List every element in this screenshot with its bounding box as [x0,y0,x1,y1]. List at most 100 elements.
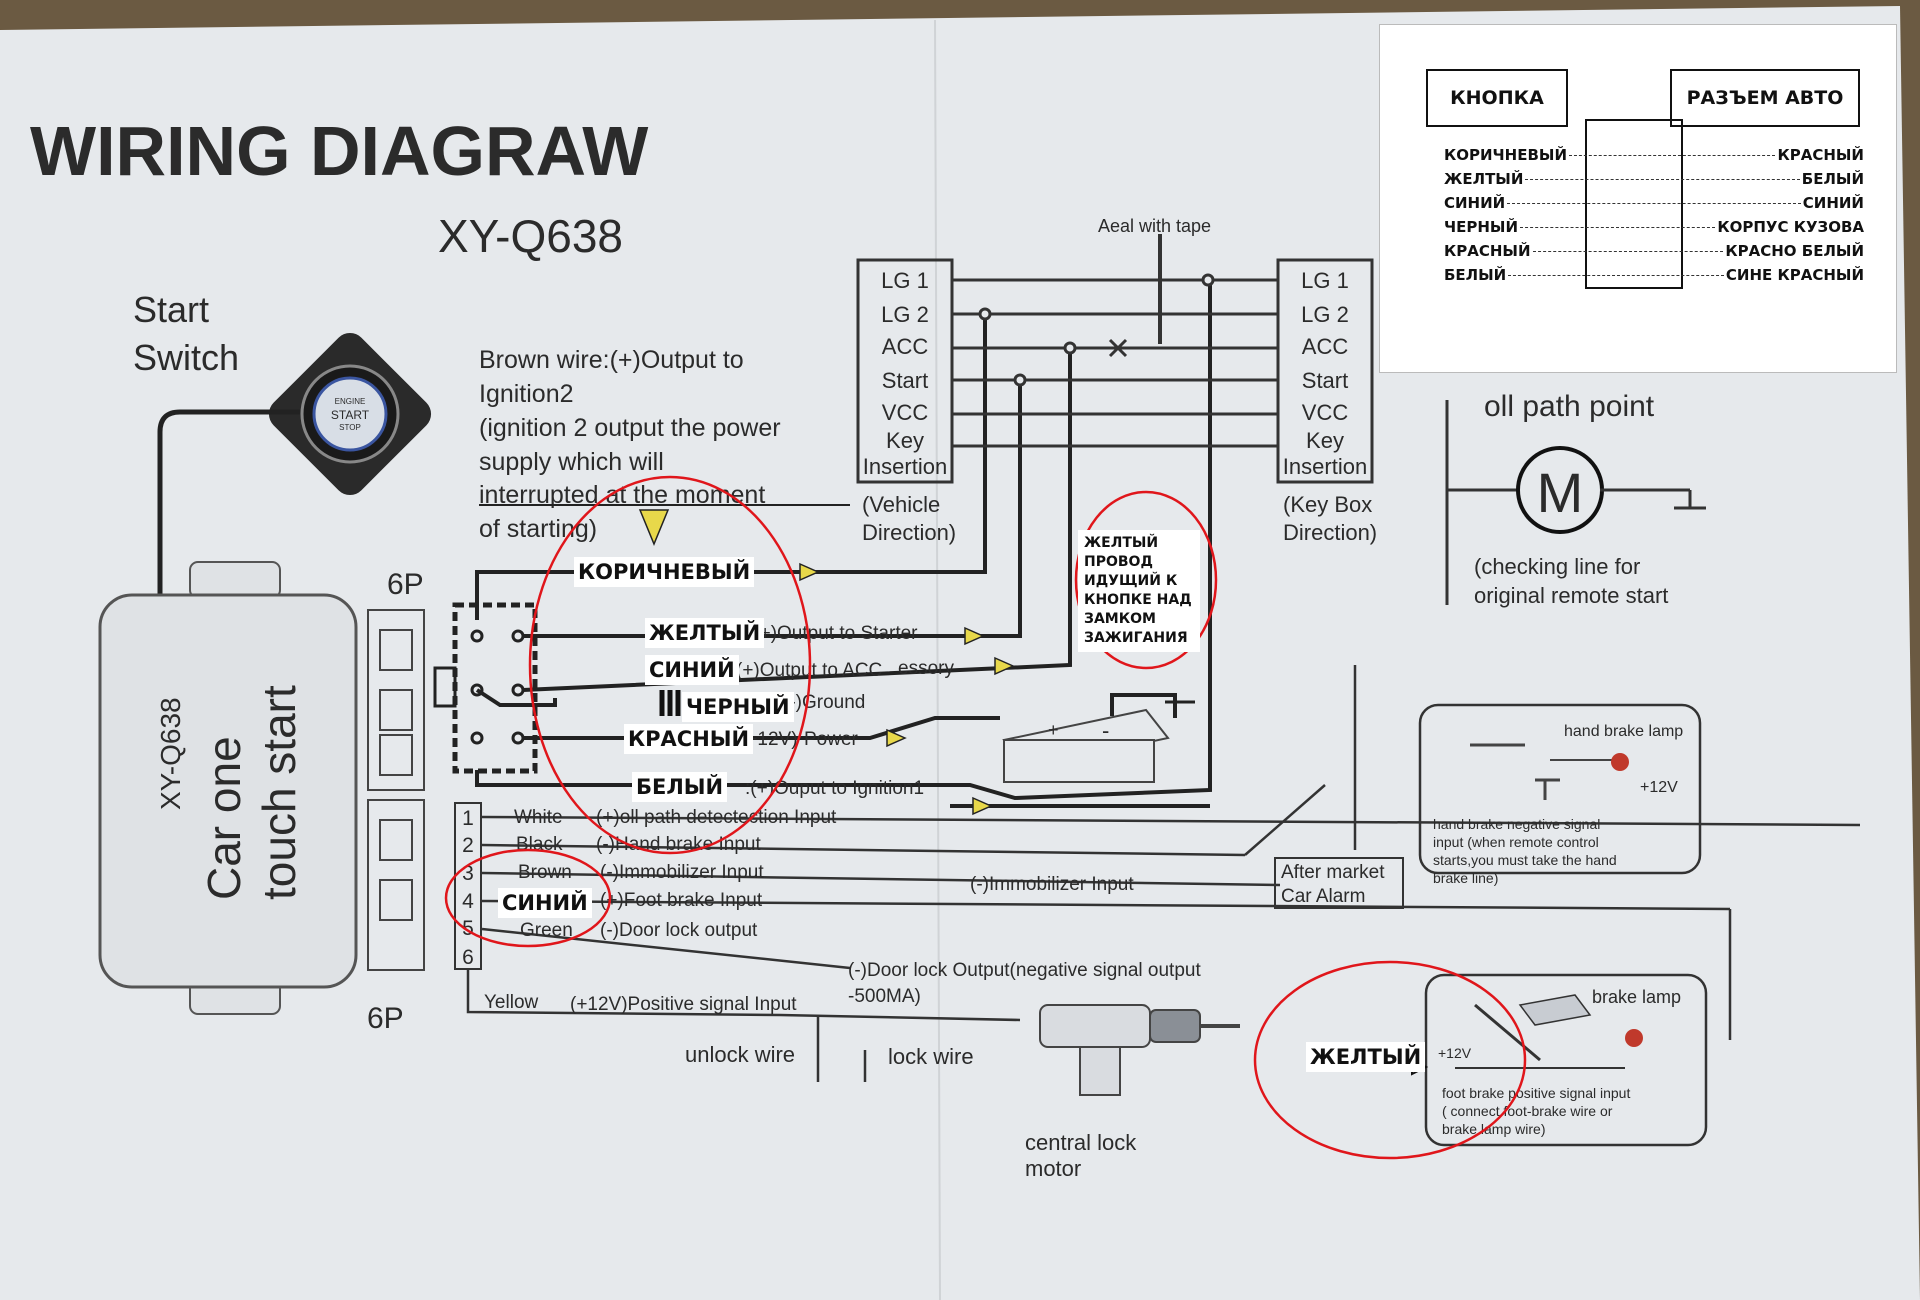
svg-text:(+)Foot brake Input: (+)Foot brake Input [600,890,763,911]
svg-text:(Key Box: (Key Box [1283,492,1372,517]
paper-fold [934,19,941,1300]
aeal-with-tape: Aeal with tape [1098,216,1211,236]
start-switch-label-1: Start [133,289,209,330]
checking-line-note: (checking line for original remote start [1474,554,1668,608]
central-lock-motor-icon [1039,1004,1240,1096]
svg-text:4: 4 [462,890,474,913]
btn-engine: ENGINE [335,397,366,406]
svg-text::(+)Ouput to Ignition1: :(+)Ouput to Ignition1 [745,778,924,799]
svg-text:of starting): of starting) [479,515,597,543]
wire-arrows [638,509,1015,816]
svg-text:Start: Start [882,368,928,393]
after-market-alarm: After market Car Alarm [1274,857,1404,909]
svg-text:5: 5 [462,917,474,940]
svg-text:After market: After market [1281,862,1385,883]
pin-number-boxes: 1 2 3 4 5 6 [454,802,482,970]
oil-path-point: oll path point [1484,390,1655,423]
svg-text::(+)Output to Starter: :(+)Output to Starter [748,623,918,644]
svg-text:foot brake positive signal inp: foot brake positive signal input [1442,1085,1630,1101]
legend-connector-box [1585,119,1683,289]
svg-text:VCC: VCC [1302,400,1349,425]
switch-cable [157,409,300,600]
svg-text:LG 2: LG 2 [881,302,929,327]
svg-text:essory: essory [898,658,954,679]
foot-brake-box: brake lamp +12V foot brake positive sign… [1424,973,1708,1147]
btn-stop: STOP [339,423,361,432]
central-lock-label: central lock motor [1025,1130,1137,1181]
svg-text:brake lamp wire): brake lamp wire) [1442,1121,1545,1137]
svg-text:Brown wire:(+)Output to: Brown wire:(+)Output to [479,346,744,374]
hand-brake-box: hand brake lamp +12V hand brake negative… [1418,703,1702,886]
svg-text:Insertion: Insertion [1283,454,1367,479]
legend-header-button: КНОПКА [1426,69,1568,127]
ignition-bus-lines [952,234,1278,448]
svg-text:3: 3 [462,862,474,885]
svg-text:starts,you must take the hand: starts,you must take the hand [1433,852,1617,868]
ru-label-yellow: ЖЕЛТЫЙ [645,618,765,648]
module-box: XY-Q638 Car one touch start [98,561,358,1015]
ru-label-pin-blue: СИНИЙ [498,888,592,918]
ru-note-yellow-wire: ЖЕЛТЫЙ ПРОВОД ИДУЩИЙ К КНОПКЕ НАД ЗАМКОМ… [1078,530,1200,652]
svg-text:brake line): brake line) [1433,870,1498,886]
connector-6p-bottom: 6P [367,1002,404,1035]
battery-icon: + - [1002,693,1195,783]
svg-text:motor: motor [1025,1156,1081,1181]
module-label-1: Car one [198,736,250,900]
unlock-wire: unlock wire [685,1042,795,1067]
immobilizer-input: (-)Immobilizer Input [970,874,1134,895]
svg-text:2: 2 [462,834,474,857]
svg-text:Green: Green [520,920,573,941]
keybox-connector-block: LG 1 LG 2 ACC Start VCC Key Insertion [1276,258,1374,484]
legend-header-car-connector: РАЗЪЕМ АВТО [1670,69,1860,127]
svg-text:Car Alarm: Car Alarm [1281,886,1365,907]
module-connector-top [367,609,425,791]
junction-dots [978,273,1215,387]
svg-text:1: 1 [462,807,474,830]
svg-text:Insertion: Insertion [863,454,947,479]
svg-text:supply which will: supply which will [479,448,664,476]
svg-text:(+12V)Positive signal Input: (+12V)Positive signal Input [570,994,797,1015]
svg-text:Start: Start [1302,368,1348,393]
ru-label-brown: КОРИЧНЕВЫЙ [574,557,755,587]
svg-text:LG 1: LG 1 [881,268,929,293]
svg-text:White: White [514,807,563,828]
diagram-title: WIRING DIAGRAW [30,112,648,190]
svg-text:input (when remote control: input (when remote control [1433,834,1599,850]
svg-text:+12V: +12V [1438,1045,1472,1061]
svg-text:(checking line for: (checking line for [1474,554,1640,579]
start-button-icon: ENGINE START STOP [268,332,432,496]
svg-text:(-)Door lock Output(negative s: (-)Door lock Output(negative signal outp… [848,960,1201,981]
svg-text:LG 1: LG 1 [1301,268,1349,293]
svg-text:central lock: central lock [1025,1130,1137,1155]
svg-text:(+12V): (+12V) [740,729,798,750]
connector-6p-top: 6P [387,568,424,601]
svg-text:hand brake negative signal: hand brake negative signal [1433,816,1600,832]
svg-text:6: 6 [462,946,474,969]
module-model: XY-Q638 [155,697,186,810]
svg-text:(-)Door lock output: (-)Door lock output [600,920,758,941]
ground-symbol [659,690,681,716]
start-switch-label-2: Switch [133,337,239,378]
svg-text:LG 2: LG 2 [1301,302,1349,327]
svg-text:Ignition2: Ignition2 [479,380,574,408]
svg-text:VCC: VCC [882,400,929,425]
svg-text:+12V: +12V [1640,779,1678,796]
vehicle-direction: (Vehicle Direction) [862,492,956,545]
svg-text:-: - [1102,718,1109,743]
svg-text:( connect foot-brake wire or: ( connect foot-brake wire or [1442,1103,1613,1119]
svg-text:Brown: Brown [518,862,572,883]
lock-wire: lock wire [888,1044,974,1069]
red-annotations [444,475,1527,1160]
pin-wires [466,665,1861,1082]
svg-text:Key: Key [886,428,924,453]
ru-label-white: БЕЛЫЙ [632,772,728,802]
module-connector-bottom [367,799,425,971]
ru-label-red: КРАСНЫЙ [624,724,754,754]
module-label-2: touch start [253,685,305,900]
